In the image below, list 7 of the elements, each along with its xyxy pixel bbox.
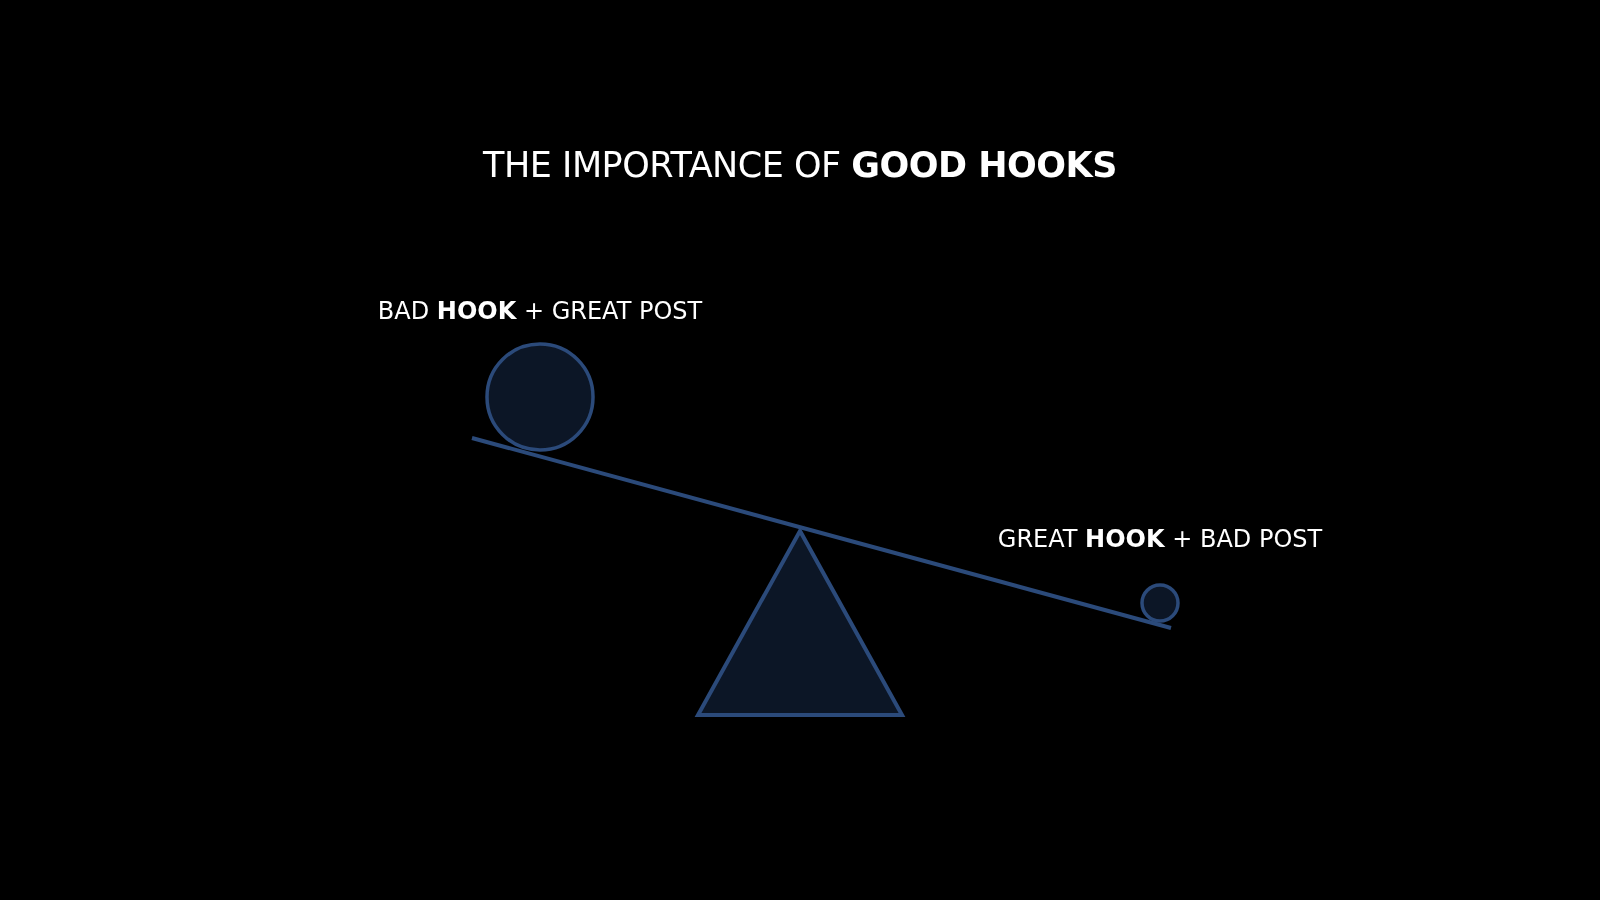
ball-label: BAD HOOK + GREAT POST [377,298,703,326]
title: THE IMPORTANCE OF GOOD HOOKS [483,145,1117,186]
large-ball [485,342,595,452]
ball-label: GREAT HOOK + BAD POST [997,526,1323,554]
seesaw-beam [471,436,1172,630]
fulcrum-triangle [694,526,906,717]
small-ball [1140,583,1180,623]
